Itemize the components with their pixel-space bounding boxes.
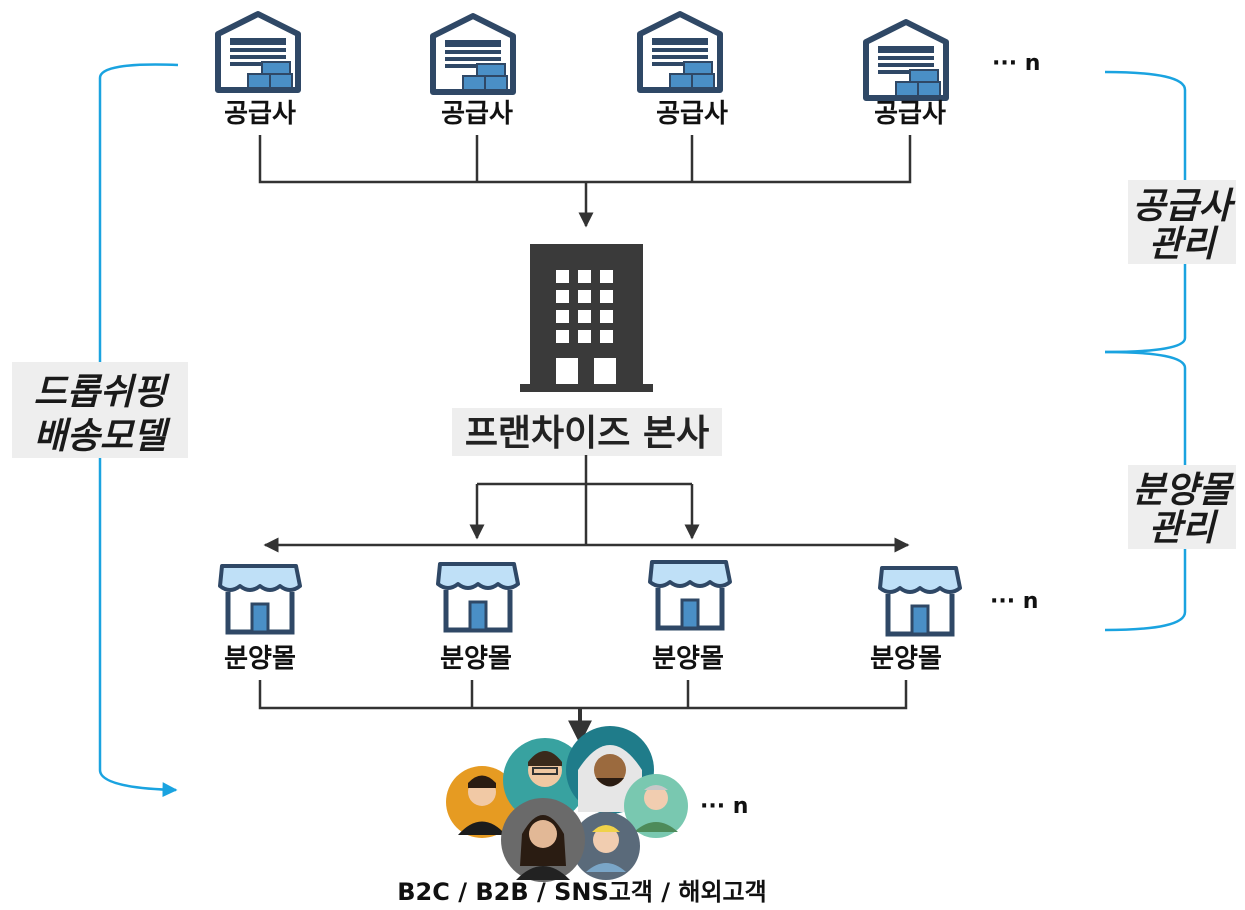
headquarters-label: 프랜차이즈 본사 <box>465 413 709 454</box>
warehouse-icon <box>433 16 513 92</box>
mall-row: 분양몰 분양몰 분양몰 분양몰 ··· n <box>220 562 1038 674</box>
headquarters: 프랜차이즈 본사 <box>452 244 722 456</box>
avatar <box>572 812 640 880</box>
avatar <box>624 774 688 838</box>
supplier-label: 공급사 <box>874 99 946 129</box>
supplier-more: ··· n <box>992 51 1040 76</box>
warehouse-icon <box>218 14 298 90</box>
bracket-right-top-label-bg <box>1128 180 1236 264</box>
bracket-left-label: 배송모델 <box>34 416 171 457</box>
supplier-label: 공급사 <box>441 99 513 129</box>
store-icon <box>880 568 960 634</box>
bracket-right-top-label: 관리 <box>1149 224 1219 265</box>
bracket-left-label: 드롭쉬핑 <box>34 372 170 413</box>
mall-label: 분양몰 <box>224 644 296 674</box>
bracket-right-bottom-label: 관리 <box>1149 508 1219 549</box>
bracket-right-top-label: 공급사 <box>1132 186 1236 227</box>
warehouse-icon <box>640 14 720 90</box>
store-icon <box>438 564 518 630</box>
avatar <box>446 766 518 838</box>
bracket-right-top: 공급사 관리 <box>1104 70 1237 354</box>
bracket-right-bottom-label-bg <box>1128 465 1236 549</box>
avatar <box>501 798 585 882</box>
bracket-right-bottom: 분양몰 관리 <box>1104 350 1236 632</box>
bracket-left-label-bg <box>12 362 188 458</box>
mall-connectors <box>263 455 910 553</box>
store-icon <box>220 566 300 632</box>
bracket-right-bottom-label: 분양몰 <box>1132 470 1234 511</box>
building-icon <box>520 244 653 392</box>
mall-more: ··· n <box>990 589 1038 614</box>
mall-label: 분양몰 <box>652 644 724 674</box>
customer-more: ··· n <box>700 794 748 819</box>
mall-label: 분양몰 <box>440 644 512 674</box>
bracket-left: 드롭쉬핑 배송모델 <box>12 63 188 798</box>
headquarters-label-bg <box>452 408 722 456</box>
supplier-connectors <box>258 135 912 228</box>
supplier-label: 공급사 <box>224 99 296 129</box>
mall-label: 분양몰 <box>870 644 942 674</box>
customer-group: ··· n B2C / B2B / SNS고객 / 해외고객 <box>397 726 767 906</box>
customer-connectors <box>258 680 908 745</box>
store-icon <box>650 562 730 628</box>
supplier-label: 공급사 <box>656 99 728 129</box>
warehouse-icon <box>866 22 946 98</box>
customer-label: B2C / B2B / SNS고객 / 해외고객 <box>397 878 766 906</box>
supplier-row: 공급사 공급사 공급사 공급사 ··· n <box>218 14 1040 129</box>
